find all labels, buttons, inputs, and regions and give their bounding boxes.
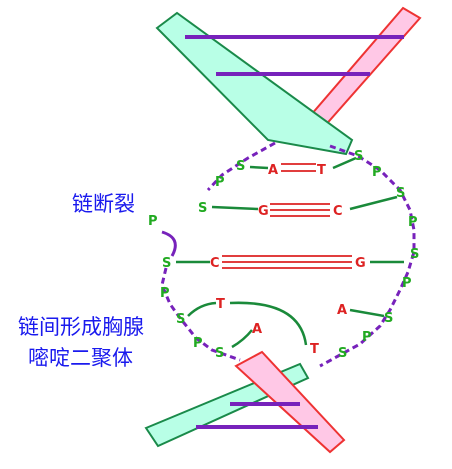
sugar-label: S <box>384 311 393 326</box>
phosphate-label: P <box>193 336 203 351</box>
link-t-curve-dimer <box>229 301 308 346</box>
base-a-dimer: A <box>252 322 262 337</box>
sugar-label: S <box>396 186 405 201</box>
sugar-label: S <box>215 346 224 361</box>
right-strand <box>319 144 416 368</box>
phosphate-label: P <box>408 215 418 230</box>
base-t-dimer: T <box>216 297 225 312</box>
thymine-dimer-label-line1: 链间形成胸腺 <box>18 315 144 339</box>
sugar-label: S <box>354 149 363 164</box>
bottom-helix-segment <box>144 350 346 454</box>
phosphate-label: P <box>372 165 382 180</box>
base-g: G <box>355 256 366 271</box>
phosphate-label: P <box>160 286 170 301</box>
sugar-label: S <box>198 201 207 216</box>
base-c: C <box>333 204 343 219</box>
sugar-label: S <box>236 159 245 174</box>
phosphate-label: P <box>362 330 372 345</box>
phosphate-label: P <box>148 214 158 229</box>
link-s-g <box>211 205 259 211</box>
thymine-dimer-label-line2: 嘧啶二聚体 <box>28 346 133 370</box>
top-helix-segment <box>155 6 422 156</box>
break-p-curve <box>161 230 177 257</box>
link-s-a-dimer <box>231 329 253 349</box>
sugar-label: S <box>162 256 171 271</box>
base-a: A <box>337 303 347 318</box>
hydrogen-bonds <box>222 163 352 269</box>
phosphodiester-dashes <box>160 141 416 368</box>
top-green-backbone <box>155 11 354 156</box>
base-t-dimer: T <box>310 342 319 357</box>
sugar-label: S <box>338 346 347 361</box>
strand-letters: S P S P S P S P S S P S P S P S P S A T … <box>148 149 419 361</box>
base-t: T <box>317 163 326 178</box>
link-s-a-left <box>249 165 269 170</box>
link-c-s-right <box>349 195 398 211</box>
phosphate-label: P <box>215 175 225 190</box>
link-a-s-right <box>349 308 385 318</box>
strand-break-label: 链断裂 <box>72 192 135 216</box>
left-strand-lower <box>160 267 241 362</box>
sugar-links <box>176 156 404 349</box>
link-s-t-dimer <box>187 301 217 317</box>
sugar-label: S <box>410 247 419 262</box>
sugar-label: S <box>176 312 185 327</box>
left-strand-upper <box>206 141 276 192</box>
link-t-s-right <box>332 156 357 170</box>
phosphate-label: P <box>402 276 412 291</box>
base-c: C <box>210 256 220 271</box>
base-g: G <box>258 204 269 219</box>
base-a: A <box>268 163 278 178</box>
